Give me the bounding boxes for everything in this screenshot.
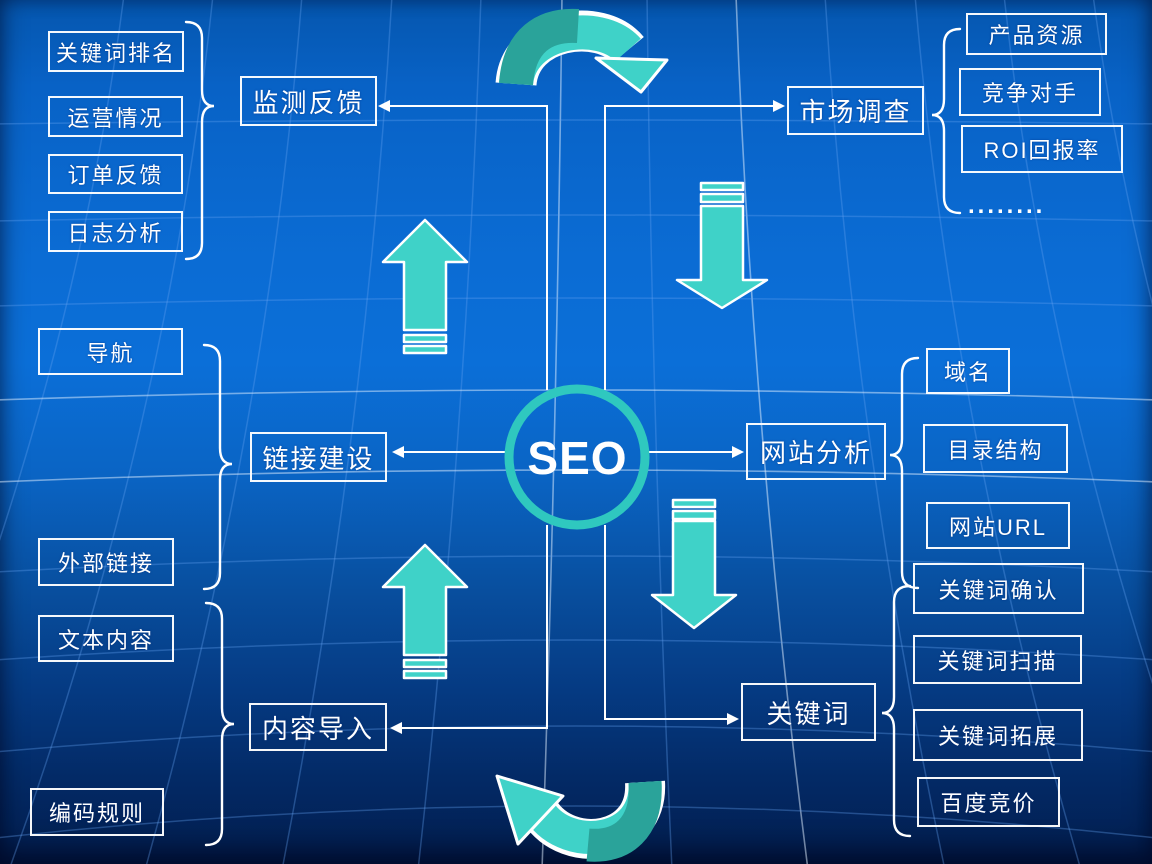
connectors: [378, 100, 785, 734]
keyword-item-scan: 关键词扫描: [913, 635, 1082, 684]
up-arrow-top-left: [381, 218, 469, 355]
monitor-item-operation-status: 运营情况: [48, 96, 183, 137]
arrowhead-keyword: [727, 713, 739, 725]
arrowhead-link: [392, 446, 404, 458]
curved-arrow-bottom: [495, 774, 666, 862]
node-monitor-feedback: 监测反馈: [240, 76, 377, 126]
market-item-more-dots: ........: [968, 192, 1046, 219]
brace-link-items: [202, 343, 233, 591]
market-item-product-resources: 产品资源: [966, 13, 1107, 55]
seo-circle-ring: [504, 384, 650, 530]
arrowhead-content: [390, 722, 402, 734]
node-site-analysis: 网站分析: [746, 423, 886, 480]
site-item-site-url: 网站URL: [926, 502, 1070, 549]
seo-center-label: SEO: [527, 431, 628, 484]
line-seo-to-monitor: [389, 105, 548, 390]
keyword-item-expand: 关键词拓展: [913, 709, 1083, 761]
down-arrow-top-right: [675, 181, 769, 310]
arrowhead-site: [732, 446, 744, 458]
arrowhead-monitor: [378, 100, 390, 112]
braces: [184, 20, 962, 847]
node-link-building: 链接建设: [250, 432, 387, 482]
brace-keyword-items: [881, 584, 912, 838]
market-item-competitors: 竞争对手: [959, 68, 1101, 116]
node-keyword: 关键词: [741, 683, 876, 741]
line-seo-to-content: [401, 525, 548, 729]
down-arrow-bottom-right: [650, 498, 738, 630]
arrowhead-market: [773, 100, 785, 112]
brace-site-items: [889, 356, 920, 590]
link-item-navigation: 导航: [38, 328, 183, 375]
site-item-domain: 域名: [926, 348, 1010, 394]
curved-arrow-top: [495, 8, 669, 94]
market-item-roi: ROI回报率: [961, 125, 1123, 173]
site-item-directory-structure: 目录结构: [923, 424, 1068, 473]
node-content-import: 内容导入: [249, 703, 387, 751]
brace-market-items: [931, 27, 962, 215]
content-item-text-content: 文本内容: [38, 615, 174, 662]
line-seo-to-keyword: [604, 525, 728, 720]
keyword-item-confirm: 关键词确认: [913, 563, 1084, 614]
monitor-item-order-feedback: 订单反馈: [48, 154, 183, 194]
link-item-external-links: 外部链接: [38, 538, 174, 586]
brace-monitor-items: [184, 20, 215, 261]
monitor-item-keyword-ranking: 关键词排名: [48, 31, 184, 72]
keyword-item-baidu-bidding: 百度竞价: [917, 777, 1060, 827]
brace-content-items: [204, 601, 235, 847]
line-seo-to-market: [604, 105, 774, 390]
content-item-coding-rules: 编码规则: [30, 788, 164, 836]
node-market-research: 市场调查: [787, 86, 924, 135]
up-arrow-bottom-left: [381, 543, 469, 680]
monitor-item-log-analysis: 日志分析: [48, 211, 183, 252]
